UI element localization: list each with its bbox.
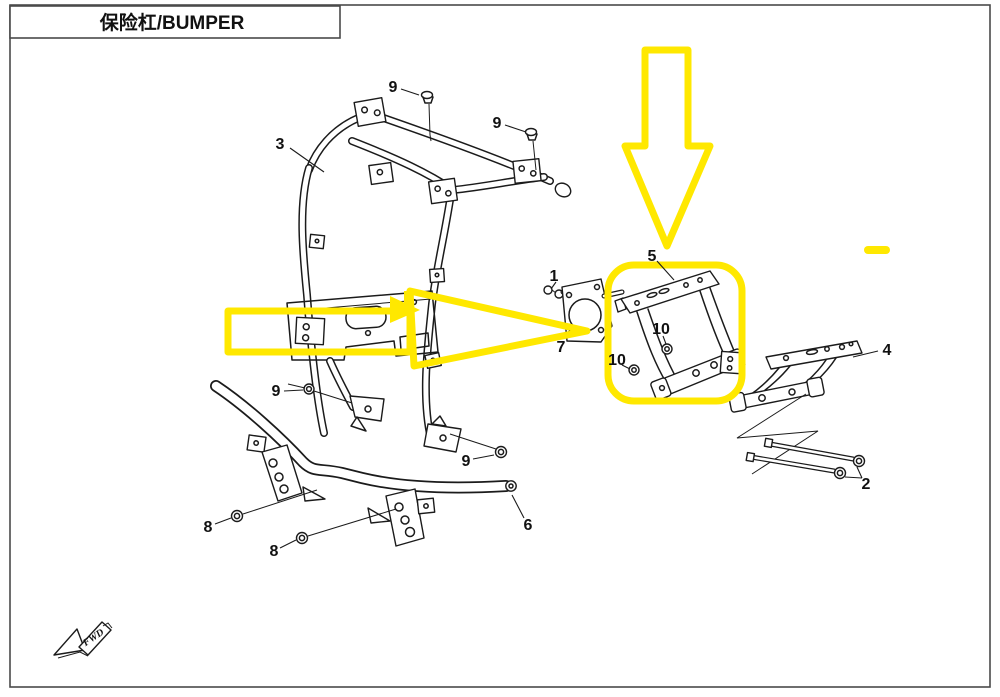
down-arrow-annotation [621, 46, 714, 250]
part-3-frame [286, 97, 572, 453]
fwd-arrow-body [78, 621, 112, 656]
part-6-lower-bumper [210, 380, 517, 547]
title-box: 保险杠/BUMPER [9, 5, 341, 39]
part-label-9c: 9 [272, 383, 281, 400]
part-label-9a: 9 [389, 79, 398, 96]
callout-arrow-stub [404, 291, 412, 305]
part-label-5: 5 [648, 248, 657, 265]
part-label-8a: 8 [204, 519, 213, 536]
part-label-6: 6 [524, 517, 533, 534]
dash-marker-annotation [864, 246, 890, 254]
part-label-2: 2 [862, 476, 871, 493]
part-label-9d: 9 [462, 453, 471, 470]
part-label-9b: 9 [493, 115, 502, 132]
part-label-7: 7 [557, 339, 566, 356]
part-8-bolts [230, 489, 397, 545]
part-2-bolts [745, 437, 866, 480]
part-labels: 3 9 9 1 7 5 10 10 4 2 9 9 8 8 6 [204, 79, 892, 560]
highlight-annotations [224, 46, 890, 405]
callout-triangle-annotation [406, 287, 591, 370]
callout-arrowhead-annotation [390, 296, 420, 323]
part-5-highlight-box [604, 261, 746, 405]
part-label-1: 1 [550, 268, 559, 285]
part-label-8b: 8 [270, 543, 279, 560]
part-10-bolts [628, 343, 673, 376]
part-label-10b: 10 [608, 352, 626, 369]
part-label-4: 4 [883, 342, 892, 359]
page-title: 保险杠/BUMPER [99, 11, 245, 34]
part-label-10a: 10 [652, 321, 670, 338]
part-9-bolts-lower [287, 383, 508, 459]
part-4-bracket [719, 340, 863, 475]
fwd-arrowhead-icon [53, 628, 86, 656]
part-label-3: 3 [276, 136, 285, 153]
